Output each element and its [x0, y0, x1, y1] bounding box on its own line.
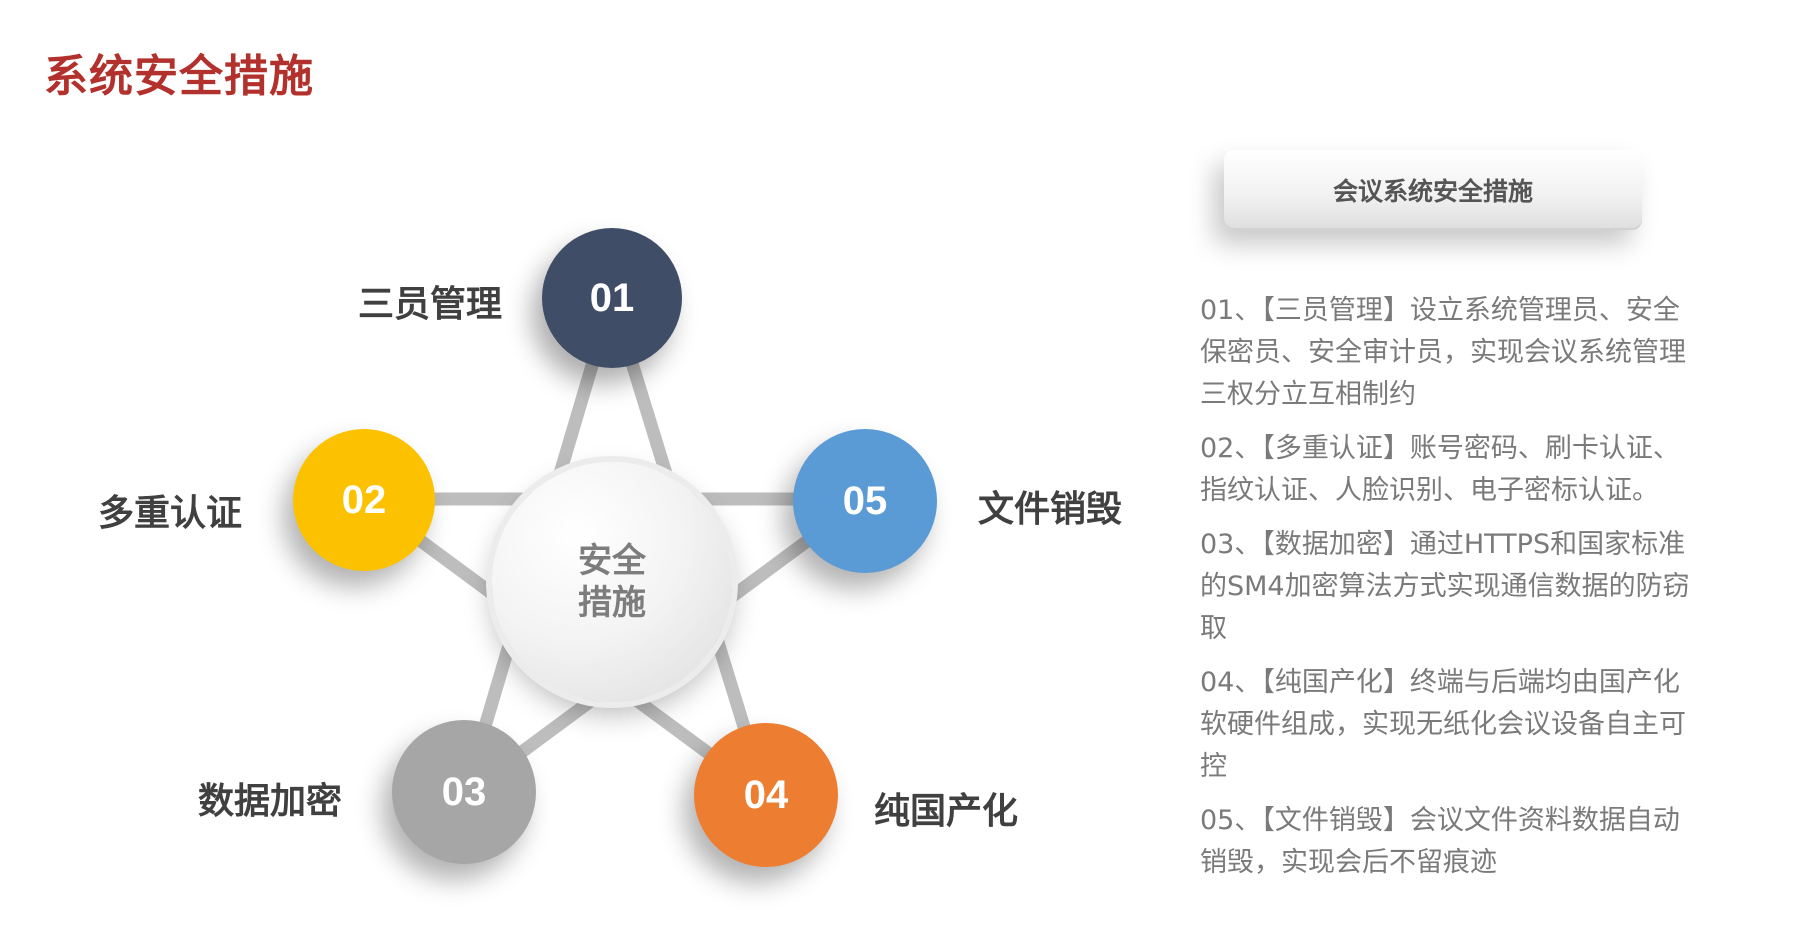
- description-item-03: 03、【数据加密】通过HTTPS和国家标准的SM4加密算法方式实现通信数据的防窃…: [1200, 529, 1690, 644]
- node-02-label: 多重认证: [98, 493, 243, 534]
- node-01-label: 三员管理: [358, 284, 503, 325]
- node-03-label: 数据加密: [198, 781, 343, 822]
- node-04-label: 纯国产化: [874, 791, 1019, 832]
- panel-header: 会议系统安全措施: [1224, 150, 1642, 230]
- node-02: 02: [293, 429, 435, 571]
- security-diagram: 安全 措施 01 三员管理 02 多重认证 03 数据加密 04 纯国产化 05…: [98, 228, 1123, 867]
- description-item-04: 04、【纯国产化】终端与后端均由国产化软硬件组成，实现无纸化会议设备自主可控: [1200, 667, 1686, 782]
- node-05-label: 文件销毁: [978, 489, 1123, 530]
- description-item-02: 02、【多重认证】账号密码、刷卡认证、指纹认证、人脸识别、电子密标认证。: [1200, 433, 1680, 506]
- node-03-number: 03: [441, 769, 487, 814]
- slide-title: 系统安全措施: [44, 51, 314, 102]
- node-05: 05: [793, 429, 937, 573]
- node-04: 04: [694, 723, 838, 867]
- center-node: 安全 措施: [492, 462, 732, 702]
- center-label-line1: 安全: [578, 541, 646, 581]
- node-03: 03: [392, 720, 536, 864]
- node-02-number: 02: [341, 477, 387, 522]
- node-04-number: 04: [743, 772, 789, 817]
- node-05-number: 05: [842, 478, 888, 523]
- node-01: 01: [542, 228, 682, 368]
- center-label-line2: 措施: [578, 583, 646, 623]
- description-list: 01、【三员管理】设立系统管理员、安全保密员、安全审计员，实现会议系统管理三权分…: [1200, 290, 1700, 896]
- node-01-number: 01: [589, 275, 635, 320]
- description-item-01: 01、【三员管理】设立系统管理员、安全保密员、安全审计员，实现会议系统管理三权分…: [1200, 295, 1686, 410]
- description-item-05: 05、【文件销毁】会议文件资料数据自动销毁，实现会后不留痕迹: [1200, 805, 1680, 878]
